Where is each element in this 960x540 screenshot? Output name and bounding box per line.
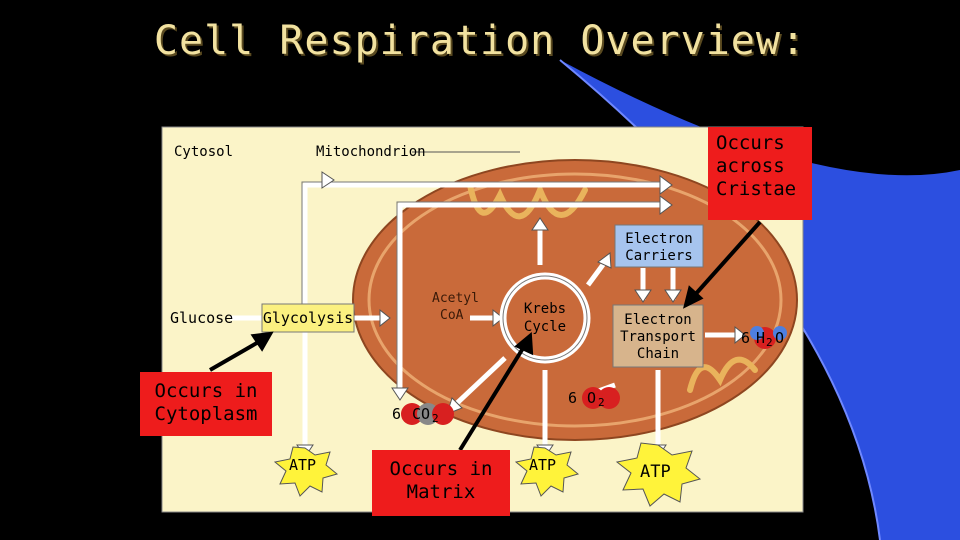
cytosol-label: Cytosol [174, 144, 234, 160]
etc-line1: Electron [624, 312, 692, 328]
h2o-label-h: H [756, 329, 766, 347]
glycolysis-box [261, 303, 355, 333]
co2-subscript: 2 [432, 412, 439, 425]
callout-cristae-line3: Cristae [716, 178, 797, 200]
etc-line2: Transport [620, 329, 696, 345]
krebs-cycle-line2: Cycle [523, 319, 567, 335]
electron-carriers-line1: Electron [625, 231, 693, 247]
o2-subscript: 2 [598, 396, 605, 409]
atp-starburst-3 [615, 442, 702, 507]
etc-line3: Chain [636, 346, 680, 362]
acetyl-coa-line2: CoA [440, 308, 464, 323]
o2-label: O [587, 389, 597, 407]
h2o-coefficient: 6 [741, 329, 751, 347]
co2-label: CO [412, 405, 431, 423]
mitochondrion-label: Mitochondrion [316, 144, 426, 160]
co2-molecule [401, 403, 454, 425]
h2o-subscript: 2 [766, 336, 773, 349]
callout-cytoplasm-line1: Occurs in [154, 380, 258, 402]
glycolysis-label: Glycolysis [262, 309, 354, 327]
callout-matrix-line1: Occurs in [389, 458, 493, 480]
acetyl-coa-line1: Acetyl [432, 291, 479, 306]
atp-starburst-1 [273, 446, 339, 497]
callout-matrix: Occurs in Matrix [372, 450, 510, 516]
atp-starburst-2 [514, 446, 580, 497]
krebs-cycle-line1: Krebs [523, 301, 567, 317]
h2o-label-o: O [775, 329, 785, 347]
atp-label-3: ATP [640, 462, 671, 482]
callout-cristae: Occurs across Cristae [708, 127, 812, 220]
electron-carriers-box [614, 224, 704, 268]
etc-box [612, 304, 704, 368]
slide-title: Cell Respiration Overview: [153, 18, 807, 64]
o2-molecule [582, 387, 620, 409]
co2-coefficient: 6 [392, 405, 402, 423]
atp-label-2: ATP [529, 456, 557, 474]
callout-cytoplasm: Occurs in Cytoplasm [140, 372, 272, 436]
callout-cristae-line2: across [716, 155, 785, 177]
atp-label-1: ATP [289, 456, 317, 474]
flow-arrows [230, 182, 735, 445]
callout-cristae-line1: Occurs [716, 132, 785, 154]
callout-pointers [209, 220, 762, 452]
callout-cytoplasm-line2: Cytoplasm [154, 403, 258, 425]
o2-coefficient: 6 [568, 389, 578, 407]
electron-carriers-line2: Carriers [625, 248, 693, 264]
flow-arrow-outlines [301, 181, 660, 390]
callout-matrix-line2: Matrix [406, 481, 476, 503]
h2o-molecule [750, 326, 787, 349]
glucose-label: Glucose [170, 309, 234, 327]
